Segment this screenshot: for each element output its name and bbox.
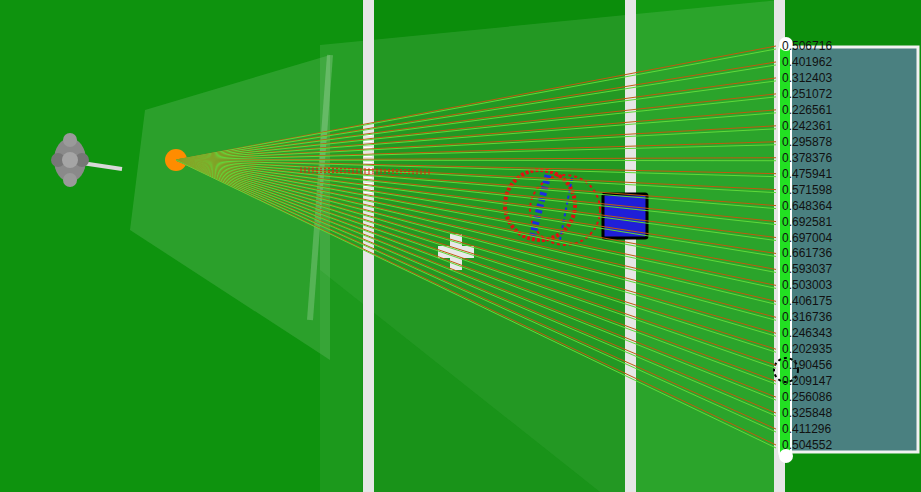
- ray-distance: 0.593037: [782, 263, 832, 276]
- ray-line: [176, 160, 776, 304]
- ray-line: [176, 160, 776, 448]
- ray-distance: 0.251072: [782, 88, 832, 101]
- ray-line: [176, 129, 776, 160]
- ray-line: [176, 142, 776, 160]
- ray-line: [176, 81, 776, 160]
- ray-distance: 0.475941: [782, 168, 832, 181]
- ray-line: [176, 110, 776, 160]
- ray-line: [176, 78, 776, 160]
- ray-line: [176, 97, 776, 160]
- ray-line: [176, 160, 776, 288]
- scan-line: [300, 172, 430, 174]
- ray-line: [176, 160, 776, 384]
- ray-line: [176, 113, 776, 160]
- ray-line: [176, 62, 776, 160]
- ray-distance: 0.246343: [782, 327, 832, 340]
- ray-distance: 0.316736: [782, 311, 832, 324]
- ray-distance: 0.406175: [782, 295, 832, 308]
- ray-line: [176, 46, 776, 160]
- ray-distance: 0.401962: [782, 56, 832, 69]
- ray-line: [176, 160, 776, 256]
- scan-line: [300, 170, 430, 172]
- ray-line: [176, 94, 776, 160]
- ray-distance: 0.226561: [782, 104, 832, 117]
- ray-distance: 0.506716: [782, 40, 832, 53]
- ray-distance: 0.503003: [782, 279, 832, 292]
- ray-distance: 0.242361: [782, 120, 832, 133]
- ray-distance: 0.571598: [782, 184, 832, 197]
- ray-distance: 0.312403: [782, 72, 832, 85]
- ray-line: [176, 160, 776, 416]
- ray-distance: 0.697004: [782, 232, 832, 245]
- ray-line: [176, 160, 776, 352]
- ray-distance: 0.648364: [782, 200, 832, 213]
- ray-line: [176, 65, 776, 160]
- ray-distance: 0.202935: [782, 343, 832, 356]
- ray-distance: 0.661736: [782, 247, 832, 260]
- ray-distance: 0.504552: [782, 439, 832, 452]
- ray-line: [176, 126, 776, 160]
- ray-distance: 0.209147: [782, 375, 832, 388]
- ray-distance: 0.692581: [782, 216, 832, 229]
- ray-line: [176, 160, 776, 400]
- ray-line: [176, 49, 776, 160]
- ray-distance: 0.256086: [782, 391, 832, 404]
- ray-distance: 0.295878: [782, 136, 832, 149]
- scan-line: [300, 168, 430, 170]
- ray-line: [176, 160, 776, 368]
- ray-line: [176, 145, 776, 160]
- ray-line: [176, 158, 776, 160]
- ray-line: [176, 160, 776, 336]
- ray-distance: 0.411296: [782, 423, 831, 436]
- ray-line: [176, 160, 776, 162]
- ray-line: [176, 160, 776, 272]
- ray-distance: 0.325848: [782, 407, 832, 420]
- ray-line: [176, 160, 776, 432]
- ray-distance: 0.378376: [782, 152, 832, 165]
- ray-distance: 0.190456: [782, 359, 832, 372]
